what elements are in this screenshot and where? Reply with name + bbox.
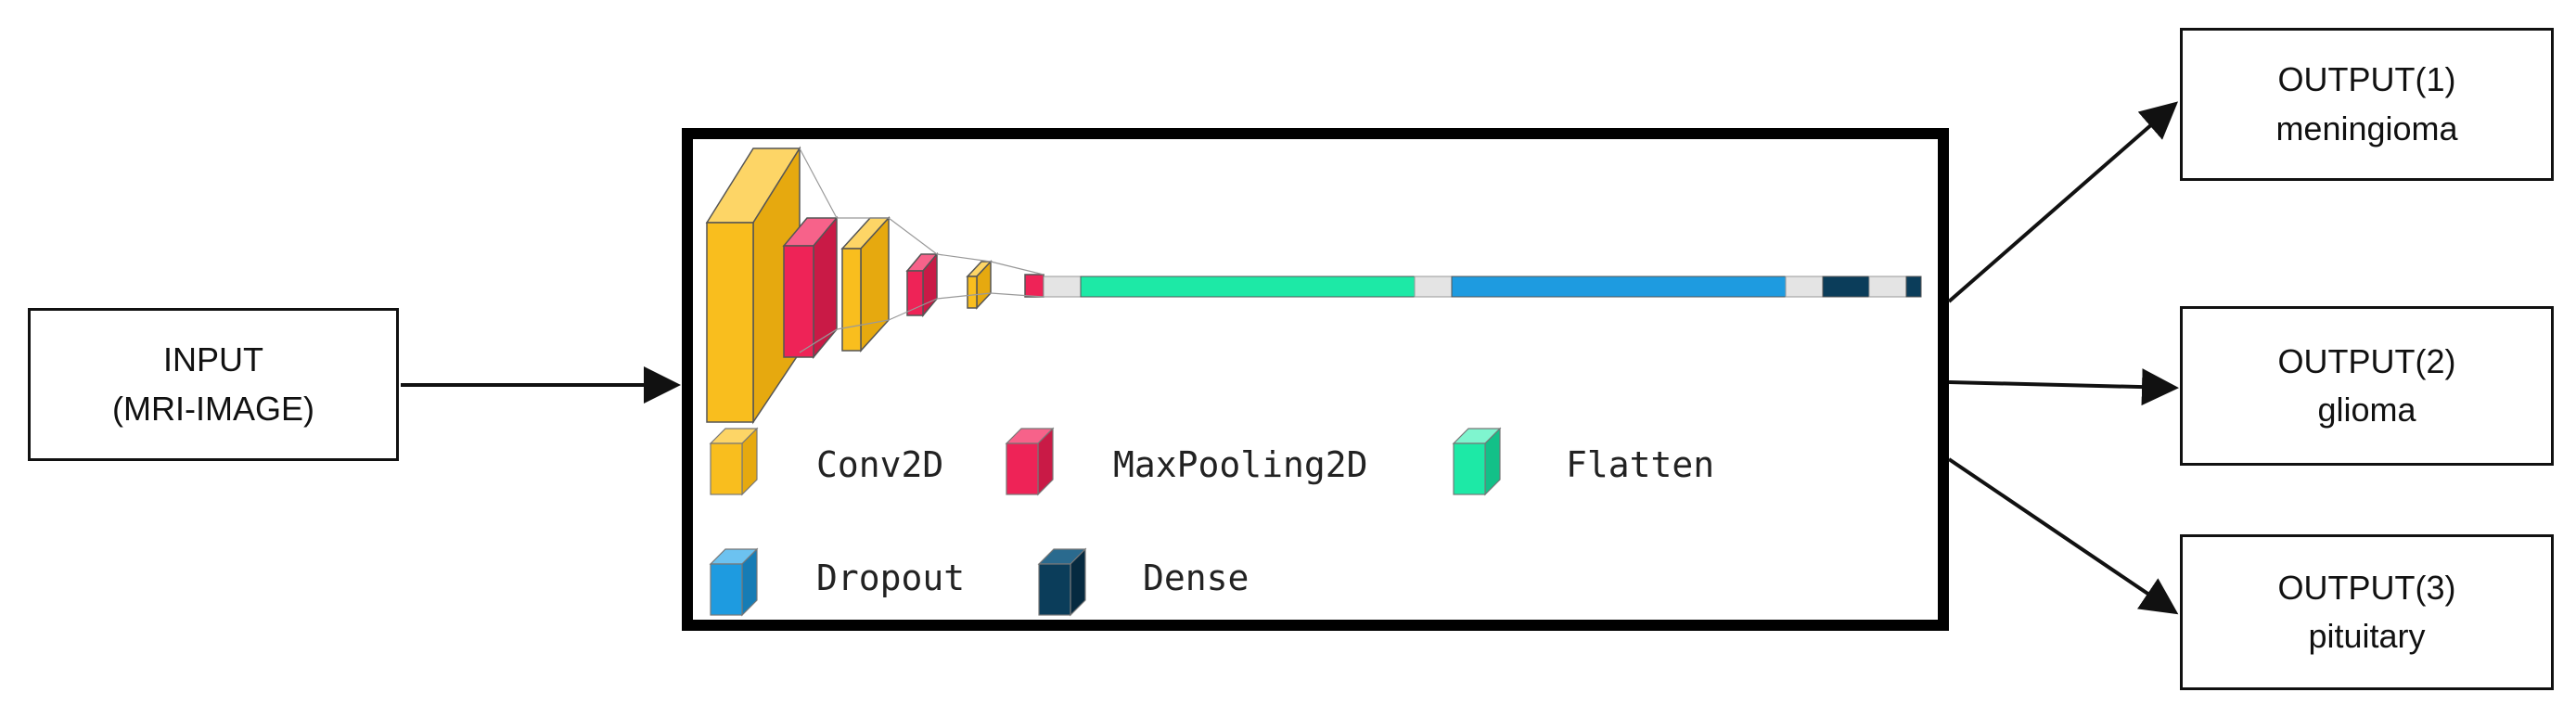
layer-bar [1043, 276, 1922, 298]
legend-item-flatten: Flatten [1452, 427, 1714, 496]
output-3-label: pituitary [2308, 617, 2426, 655]
legend-swatch-maxpooling2d [1006, 442, 1039, 495]
legend-item-conv2d: Conv2D [709, 427, 943, 496]
legend-swatch-dense [1038, 563, 1071, 616]
output-node-3: OUTPUT(3) pituitary [2180, 534, 2554, 690]
layer-maxpool-2 [905, 251, 939, 318]
cnn-model-frame [682, 128, 1949, 631]
legend-label-flatten: Flatten [1566, 444, 1714, 485]
output-2-title: OUTPUT(2) [2277, 341, 2456, 380]
legend-item-dropout: Dropout [709, 547, 965, 617]
output-3-title: OUTPUT(3) [2277, 568, 2456, 607]
output-node-2: OUTPUT(2) glioma [2180, 306, 2554, 466]
layer-maxpool-3 [1024, 274, 1044, 298]
legend-item-dense: Dense [1037, 547, 1249, 617]
arrow-model-to-output-1 [1947, 101, 2179, 303]
legend-label-dense: Dense [1143, 558, 1249, 598]
input-node: INPUT (MRI-IMAGE) [28, 308, 399, 461]
arrow-model-to-output-2 [1948, 368, 2179, 406]
legend-swatch-conv2d [710, 442, 743, 495]
input-subtitle: (MRI-IMAGE) [112, 389, 314, 428]
output-2-label: glioma [2317, 391, 2416, 429]
layer-conv2d-3 [966, 260, 993, 310]
output-1-title: OUTPUT(1) [2277, 60, 2456, 99]
layer-conv2d-2 [840, 216, 891, 353]
input-title: INPUT [163, 340, 263, 379]
legend-item-maxpooling2d: MaxPooling2D [1005, 427, 1368, 496]
output-node-1: OUTPUT(1) meningioma [2180, 28, 2554, 181]
output-1-label: meningioma [2275, 109, 2458, 147]
layer-connectors [799, 147, 1044, 353]
legend-label-conv2d: Conv2D [816, 444, 943, 485]
legend-label-maxpooling2d: MaxPooling2D [1113, 444, 1368, 485]
legend-label-dropout: Dropout [816, 558, 965, 598]
legend-swatch-flatten [1453, 442, 1486, 495]
arrow-model-to-output-3 [1947, 457, 2179, 615]
legend-swatch-dropout [710, 563, 743, 616]
layer-maxpool-1 [782, 215, 839, 360]
cnn-layers [705, 146, 1922, 425]
legend: Conv2D MaxPooling2D Flatten Dropout Dens… [709, 427, 1714, 617]
